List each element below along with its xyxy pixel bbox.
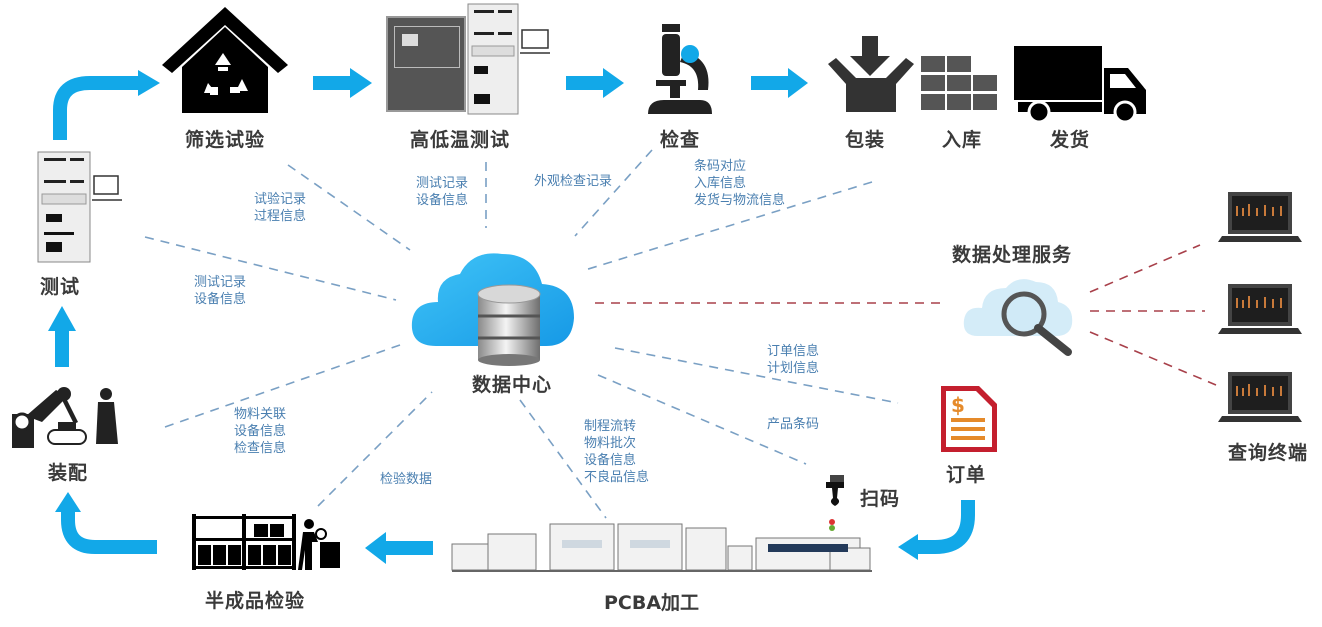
temp-chamber-icon — [386, 16, 466, 112]
link-inspection — [574, 149, 653, 237]
flow-label-scan: 产品条码 — [767, 417, 820, 432]
arrow-order-to-pcba — [915, 500, 975, 554]
flow-label-pcba: 制程流转物料批次设备信息不良品信息 — [584, 419, 650, 485]
node-inspection-label: 检查 — [660, 129, 701, 151]
warehouse-boxes-icon — [921, 56, 997, 110]
data-center-cloud-icon — [411, 253, 574, 366]
arrow-test-to-screening-head — [138, 70, 160, 96]
node-assembly-label: 装配 — [48, 462, 89, 484]
node-temp-test-label: 高低温测试 — [410, 129, 511, 151]
order-document-icon: $ — [941, 386, 997, 452]
link-terminal-3 — [1089, 331, 1217, 386]
node-test-label: 测试 — [40, 276, 81, 298]
arrow-assembly-to-test — [48, 306, 76, 367]
link-screening — [287, 164, 411, 251]
link-terminal-1 — [1089, 244, 1201, 293]
flow-label-inspection: 外观检查记录 — [534, 174, 613, 189]
node-semi-inspection-label: 半成品检验 — [205, 590, 306, 612]
link-semi-inspection — [317, 391, 433, 507]
arrow-semi-to-assembly — [61, 510, 157, 554]
query-terminal-laptop-icon-3 — [1218, 372, 1302, 422]
node-scan-label: 扫码 — [860, 488, 901, 510]
flow-label-semi-inspection: 检验数据 — [380, 472, 433, 487]
test-rack-icon — [467, 3, 550, 115]
house-recycle-icon — [162, 7, 288, 113]
node-screening-label: 筛选试验 — [185, 129, 266, 151]
arrow-temp-to-inspection — [566, 68, 624, 98]
flow-label-assembly: 物料关联设备信息检查信息 — [234, 407, 287, 456]
flow-label-test: 测试记录设备信息 — [194, 275, 247, 307]
query-terminal-laptop-icon-2 — [1218, 284, 1302, 334]
link-order — [614, 347, 899, 404]
arrow-order-to-pcba-head — [898, 534, 918, 560]
arrow-inspection-to-packing — [751, 68, 808, 98]
arrow-semi-to-assembly-head — [55, 492, 81, 512]
link-scan — [597, 374, 807, 465]
data-service-search-icon — [963, 279, 1073, 356]
test-station-icon — [37, 151, 122, 263]
node-pcba-label: PCBA加工 — [604, 592, 700, 614]
flow-label-order: 订单信息计划信息 — [767, 344, 820, 376]
barcode-scanner-icon — [826, 475, 844, 506]
query-terminal-laptop-icon-1 — [1218, 192, 1302, 242]
node-query-terminal-label: 查询终端 — [1228, 442, 1309, 464]
flow-label-temp-test: 测试记录设备信息 — [416, 176, 469, 208]
microscope-icon — [648, 24, 712, 114]
flow-label-shipping: 条码对应入库信息发货与物流信息 — [694, 159, 786, 208]
inspection-shelf-icon — [192, 514, 340, 570]
delivery-truck-icon — [1014, 46, 1146, 124]
node-order-label: 订单 — [946, 464, 987, 486]
node-data-service-label: 数据处理服务 — [952, 244, 1073, 266]
node-data-center-label: 数据中心 — [472, 374, 553, 396]
node-warehousing-label: 入库 — [942, 129, 983, 151]
packing-box-icon — [828, 36, 914, 112]
flow-label-screening: 试验记录过程信息 — [254, 192, 307, 224]
svg-text:$: $ — [951, 393, 965, 417]
link-shipping — [584, 181, 873, 271]
link-pcba — [519, 399, 607, 519]
arrow-screening-to-temp — [313, 68, 372, 98]
arrow-test-to-screening — [53, 76, 140, 140]
node-shipping-label: 发货 — [1050, 129, 1091, 151]
node-packing-label: 包装 — [845, 129, 886, 151]
link-test — [144, 236, 397, 301]
assembly-robot-icon — [12, 387, 118, 448]
pcba-line-icon — [451, 519, 872, 572]
arrow-pcba-to-semi — [365, 532, 433, 564]
